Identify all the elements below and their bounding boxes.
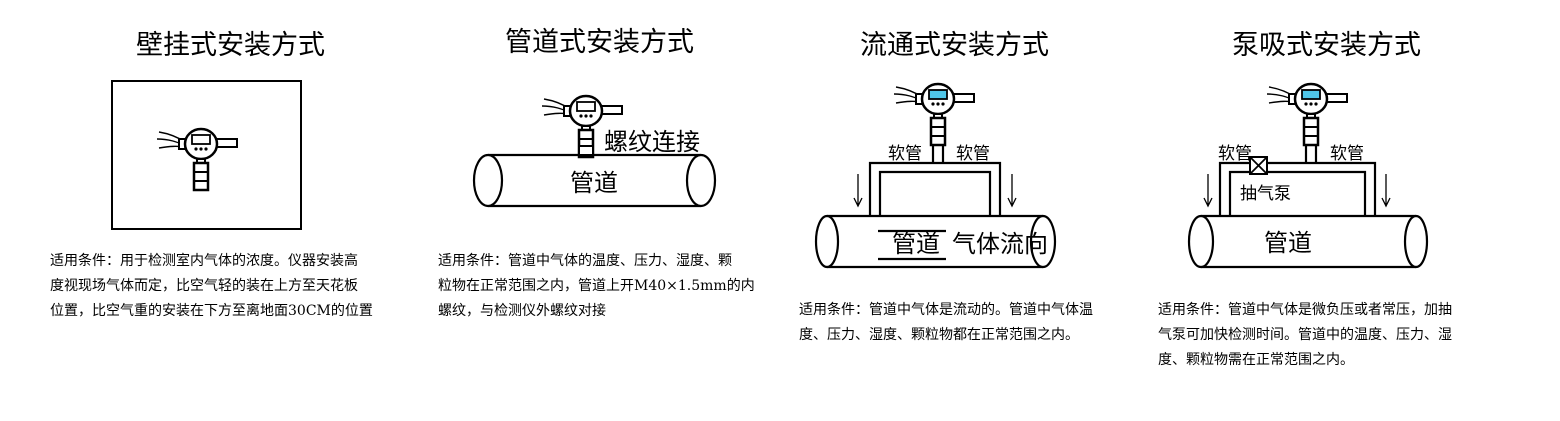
air-pump-label: 抽气泵 <box>1240 184 1291 204</box>
pipe-label: 管道 <box>1264 229 1312 257</box>
pipe-label: 管道 <box>892 230 940 258</box>
hose-left-label: 软管 <box>1218 144 1252 164</box>
pipe-shape <box>488 153 701 208</box>
pipe-label: 管道 <box>570 169 618 197</box>
flow-through-mount-title: 流通式安装方式 <box>860 30 1049 61</box>
wall-mount-title: 壁挂式安装方式 <box>136 30 325 61</box>
flow-through-mount-description: 适用条件：管道中气体是流动的。管道中气体温 度、压力、湿度、颗粒物都在正常范围之… <box>799 302 1093 343</box>
thread-connection-label: 螺纹连接 <box>604 128 700 156</box>
hose-left-label: 软管 <box>888 144 922 164</box>
hose-right-label: 软管 <box>956 144 990 164</box>
gas-detector-icon <box>892 82 976 147</box>
gas-flow-direction-label: 气体流向 <box>952 230 1048 258</box>
gas-detector-icon <box>155 127 239 192</box>
wall-box <box>111 80 302 230</box>
pump-suction-mount-diagram: 软管 软管 抽气泵 管道 <box>1187 82 1429 269</box>
hose-loop <box>868 161 1002 216</box>
pipeline-mount-title: 管道式安装方式 <box>505 27 694 58</box>
pump-suction-mount-description: 适用条件：管道中气体是微负压或者常压，加抽 气泵可加快检测时间。管道中的温度、压… <box>1158 302 1452 368</box>
air-pump-icon <box>1249 156 1268 175</box>
flow-through-mount-diagram: 软管 软管 管道 气体流向 <box>814 82 1057 269</box>
pipeline-mount-description: 适用条件：管道中气体的温度、压力、湿度、颗 粒物在正常范围之内，管道上开M40×… <box>438 253 755 319</box>
hose-right-label: 软管 <box>1330 144 1364 164</box>
pipeline-mount-diagram: 螺纹连接 管道 <box>472 94 717 208</box>
wall-mount-diagram <box>111 80 302 230</box>
gas-detector-icon <box>1265 82 1349 147</box>
wall-mount-description: 适用条件：用于检测室内气体的浓度。仪器安装高 度视现场气体而定，比空气轻的装在上… <box>50 253 373 319</box>
pump-suction-mount-title: 泵吸式安装方式 <box>1232 30 1421 61</box>
